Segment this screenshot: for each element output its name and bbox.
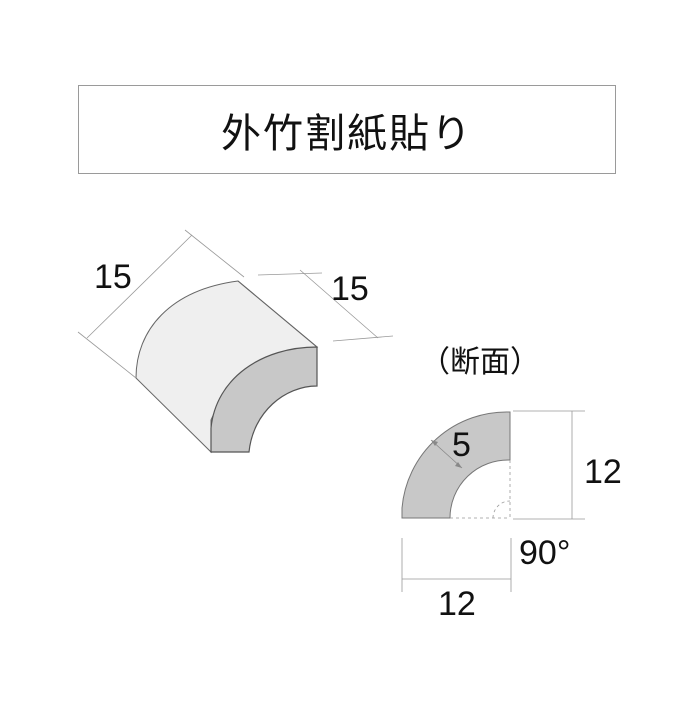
section-thickness-label: 5 [452, 426, 471, 464]
perspective-length-label: 15 [94, 258, 132, 296]
section-height-dimension [513, 410, 585, 520]
section-angle-label: 90° [519, 534, 570, 572]
perspective-length-dimension [77, 229, 245, 379]
cross-section [401, 411, 511, 519]
molding-top-edge [237, 280, 318, 348]
molding-perspective [135, 280, 319, 454]
section-caption: （断面） [420, 345, 540, 380]
title-box: 外竹割紙貼り [78, 85, 616, 174]
perspective-width-dimension [257, 269, 394, 342]
page-title: 外竹割紙貼り [221, 110, 473, 157]
section-width-label: 12 [438, 585, 476, 623]
section-height-label: 12 [584, 453, 622, 491]
perspective-width-label: 15 [331, 270, 369, 308]
section-width-dimension [401, 538, 512, 592]
